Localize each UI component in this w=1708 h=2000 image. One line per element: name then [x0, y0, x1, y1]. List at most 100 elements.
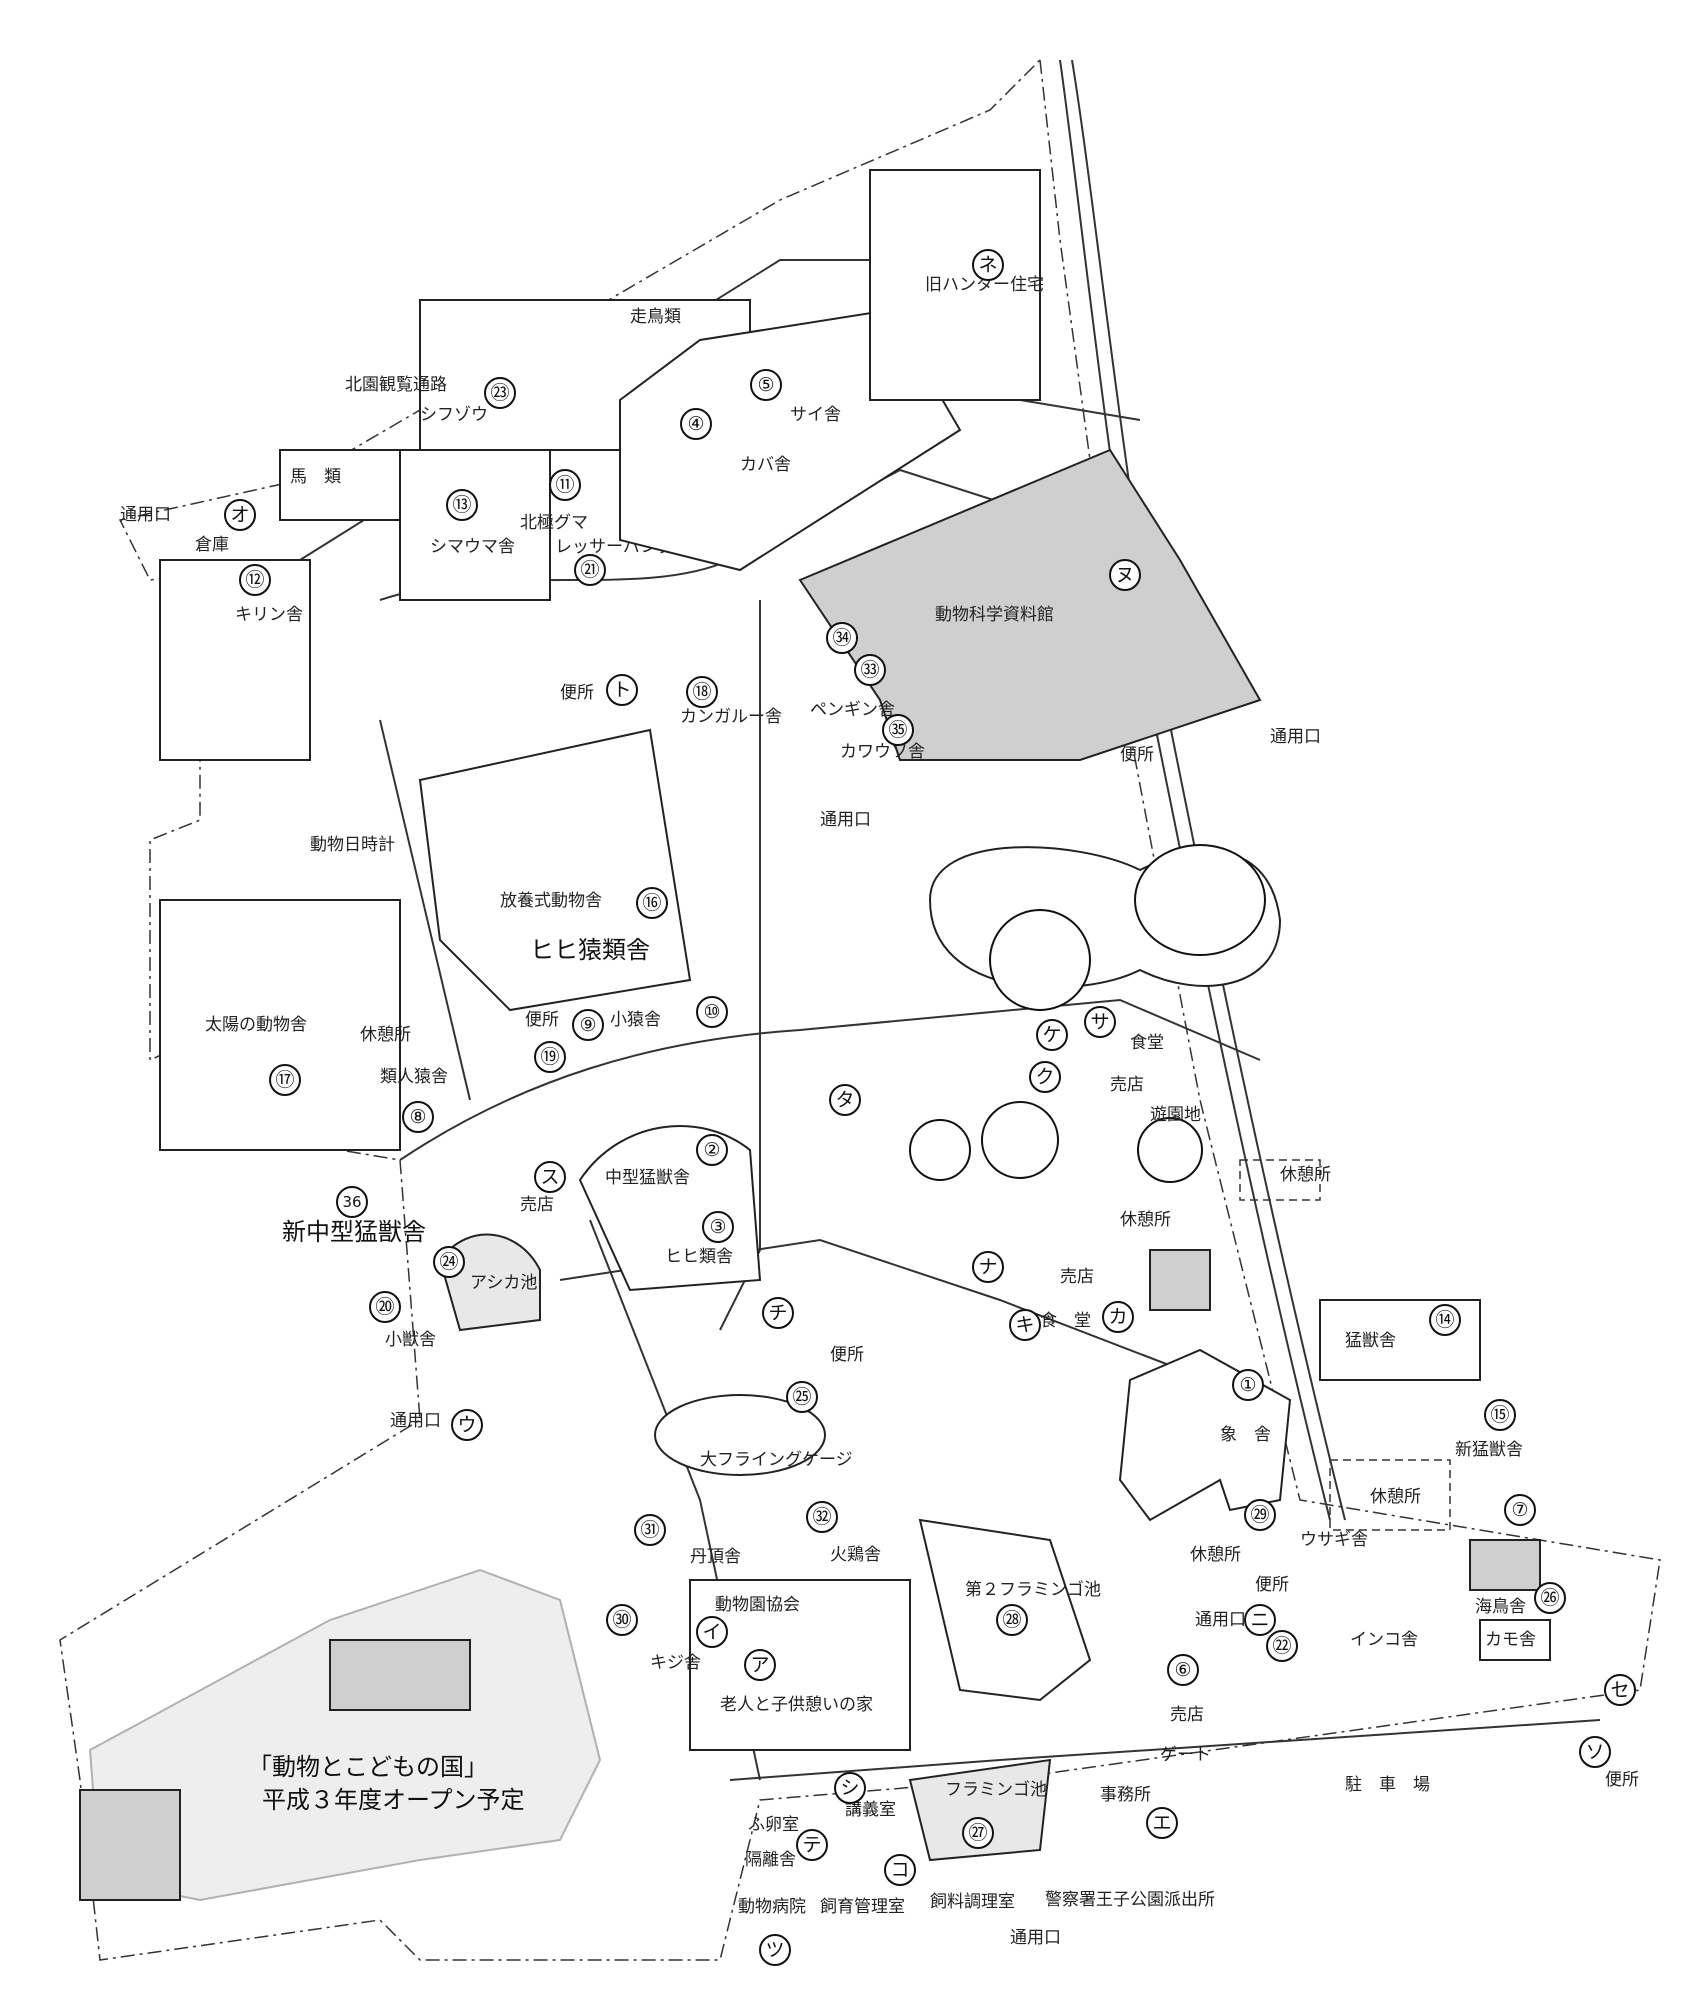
- svg-text:ヌ: ヌ: [1115, 564, 1134, 586]
- umidori-building: [1469, 1539, 1541, 1591]
- marker-7: ⑦: [1504, 1494, 1536, 1526]
- svg-text:⑬: ⑬: [452, 494, 471, 516]
- svg-text:ニ: ニ: [1250, 1609, 1269, 1631]
- svg-text:イ: イ: [702, 1621, 721, 1643]
- label-kiji: キジ舎: [650, 1653, 701, 1673]
- label-kyukeisho-se: 休憩所: [1370, 1487, 1421, 1507]
- marker-a: ア: [744, 1649, 776, 1681]
- kodomo-block-1: [79, 1789, 181, 1901]
- label-hihi-saru: ヒヒ猿類舎: [530, 936, 650, 964]
- marker-so: ソ: [1579, 1736, 1611, 1768]
- svg-text:⑰: ⑰: [275, 1069, 294, 1091]
- marker-21: ㉑: [574, 554, 606, 586]
- marker-ki: キ: [1009, 1309, 1041, 1341]
- svg-text:カ: カ: [1108, 1306, 1127, 1328]
- svg-text:⑦: ⑦: [1511, 1499, 1528, 1521]
- label-ruijin: 類人猿舎: [380, 1067, 448, 1087]
- label-benjo-so: 便所: [1605, 1770, 1639, 1790]
- marker-22: ㉒: [1266, 1630, 1298, 1662]
- label-kogishitsu: 講義室: [845, 1800, 896, 1820]
- marker-i: イ: [696, 1616, 728, 1648]
- svg-text:⑫: ⑫: [245, 569, 264, 591]
- label-kodomo-title: 「動物とこどもの国」: [248, 1753, 488, 1781]
- marker-17: ⑰: [269, 1064, 301, 1096]
- marker-28: ㉘: [996, 1604, 1028, 1636]
- marker-23: ㉓: [484, 377, 516, 409]
- marker-20: ⑳: [369, 1291, 401, 1323]
- svg-text:㉖: ㉖: [1540, 1587, 1559, 1609]
- label-dobutsu-tokei: 動物日時計: [310, 835, 395, 855]
- svg-text:コ: コ: [890, 1859, 909, 1881]
- marker-3: ③: [702, 1211, 734, 1243]
- marker-34: ㉞: [826, 622, 858, 654]
- label-flying: 大フライングケージ: [700, 1450, 853, 1470]
- marker-se: セ: [1604, 1674, 1636, 1706]
- marker-ku: ク: [1029, 1061, 1061, 1093]
- marker-30: ㉚: [606, 1604, 638, 1636]
- svg-text:シ: シ: [840, 1777, 859, 1799]
- label-usagi: ウサギ舎: [1300, 1530, 1368, 1550]
- label-shoju: 小獣舎: [385, 1330, 436, 1350]
- marker-10: ⑩: [696, 996, 728, 1028]
- label-hounyou: 放養式動物舎: [500, 891, 602, 911]
- kyukeisho-c-building: [1149, 1249, 1211, 1311]
- label-umarui: 馬 類: [290, 467, 341, 487]
- svg-text:⑳: ⑳: [375, 1296, 394, 1318]
- marker-ke: ケ: [1036, 1019, 1068, 1051]
- svg-text:㉜: ㉜: [812, 1506, 831, 1528]
- svg-text:ケ: ケ: [1042, 1024, 1061, 1046]
- marker-e: エ: [1146, 1807, 1178, 1839]
- svg-text:サ: サ: [1090, 1011, 1109, 1033]
- svg-text:ス: ス: [540, 1166, 559, 1188]
- svg-text:㉒: ㉒: [1272, 1635, 1291, 1657]
- label-kaba: カバ舎: [740, 455, 791, 475]
- svg-text:③: ③: [709, 1216, 726, 1238]
- label-benjo-ni: 便所: [1255, 1575, 1289, 1595]
- kirin-area: [159, 559, 311, 761]
- marker-ta: タ: [829, 1084, 861, 1116]
- svg-text:⑤: ⑤: [757, 374, 774, 396]
- svg-text:㉔: ㉔: [439, 1251, 458, 1273]
- label-chugata: 中型猛獣舎: [605, 1168, 690, 1188]
- svg-text:②: ②: [703, 1139, 720, 1161]
- label-baiten-ku: 売店: [1110, 1075, 1144, 1095]
- label-penguin: ペンギン舎: [810, 700, 895, 720]
- svg-text:チ: チ: [768, 1302, 787, 1324]
- label-yuenchi: 遊園地: [1150, 1105, 1201, 1125]
- flying-cage: [654, 1394, 826, 1476]
- marker-29: ㉙: [1244, 1499, 1276, 1531]
- svg-text:ト: ト: [612, 679, 631, 701]
- label-souko: 倉庫: [195, 535, 229, 555]
- marker-6: ⑥: [1167, 1654, 1199, 1686]
- label-byouin: 動物病院: [738, 1897, 806, 1917]
- central-zone: 便所 大フライングケージ 猛獣舎 象 舎 新猛獣舎 休憩所 休憩所 ウサギ舎 海…: [654, 1299, 1551, 1661]
- marker-ni: ニ: [1244, 1604, 1276, 1636]
- svg-text:㉛: ㉛: [640, 1519, 659, 1541]
- svg-text:キ: キ: [1015, 1314, 1034, 1336]
- chugata-building: [578, 1125, 762, 1292]
- svg-text:㉟: ㉟: [888, 719, 907, 741]
- marker-13: ⑬: [446, 489, 478, 521]
- label-kyukeisho-e: 休憩所: [1280, 1165, 1331, 1185]
- svg-text:㉝: ㉝: [860, 659, 879, 681]
- marker-4: ④: [680, 408, 712, 440]
- label-kawauso: カワウソ舎: [840, 742, 925, 762]
- label-kangaroo: カンガルー舎: [680, 707, 782, 727]
- label-flamingo2: 第２フラミンゴ池: [965, 1579, 1101, 1600]
- hunter-area: [869, 169, 1041, 401]
- ride-circle-3: [981, 1101, 1059, 1179]
- label-umidori: 海鳥舎: [1475, 1597, 1526, 1617]
- label-kyukeisho-c: 休憩所: [1120, 1210, 1171, 1230]
- taiyou-area: [159, 899, 401, 1151]
- svg-text:エ: エ: [1152, 1812, 1171, 1834]
- primate-zone: 便所 カンガルー舎 放養式動物舎 ヒヒ猿類舎 動物日時計 太陽の動物舎 休憩所 …: [159, 683, 782, 1431]
- svg-text:㉘: ㉘: [1002, 1609, 1021, 1631]
- kodomo-block-2: [329, 1639, 471, 1711]
- label-roujin: 老人と子供憩いの家: [720, 1695, 873, 1715]
- marker-31: ㉛: [634, 1514, 666, 1546]
- svg-text:⑧: ⑧: [409, 1106, 426, 1128]
- label-zou: 象 舎: [1220, 1425, 1271, 1445]
- kagaku-building: [798, 448, 1262, 761]
- markers: ① ② ③ ④ ⑤ ⑥ ⑦ ⑧ ⑨ ⑩ ⑪ ⑫ ⑬ ⑭ ⑮ ⑯ ⑰ ⑱ ⑲ ⑳ …: [224, 249, 1636, 1966]
- svg-text:⑲: ⑲: [540, 1046, 559, 1068]
